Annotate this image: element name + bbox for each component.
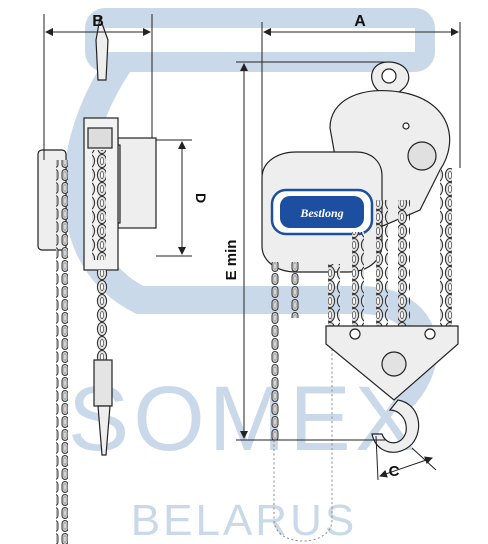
front-load-chain-3 (398, 200, 410, 327)
side-view (37, 15, 157, 544)
side-hand-chain (56, 160, 68, 544)
dim-b-label: B (92, 13, 104, 30)
side-load-chain-lower (96, 270, 108, 360)
front-hand-chain-right (290, 262, 300, 318)
dimension-lines (43, 14, 461, 481)
dim-c-label: C (389, 463, 400, 480)
dim-d-label: D (193, 193, 209, 203)
front-block-bolt (402, 122, 410, 130)
front-load-chain-1 (352, 232, 364, 327)
dim-c-ext-left (375, 435, 379, 481)
bottom-block-sheave (381, 351, 407, 377)
front-block-boss (407, 141, 437, 171)
dim-c-line (379, 456, 433, 478)
side-bottom-hook (97, 405, 111, 456)
front-view: Bestlong (261, 61, 459, 542)
dim-e-label: E min (223, 240, 240, 281)
side-gear-housing (117, 137, 157, 229)
brand-plate-inner (280, 196, 364, 228)
dim-a-label: A (354, 13, 366, 30)
brand-logo-text: Bestlong (299, 206, 343, 220)
front-bottom-hook (371, 399, 420, 453)
front-hand-chain-left (270, 262, 280, 440)
front-load-chain-2 (376, 200, 388, 327)
side-bottom-block (93, 359, 113, 407)
front-load-chain-4 (440, 168, 452, 328)
watermark-sub-text: BELARUS (131, 496, 357, 544)
side-load-chain-upper (92, 150, 106, 260)
watermark-logo-arc-top (85, 8, 435, 72)
side-upper-block (87, 127, 113, 149)
front-load-chain-5 (328, 264, 340, 328)
bottom-block-bolt-right (424, 328, 436, 340)
front-hook-eye (381, 68, 397, 84)
bottom-block-bolt-left (349, 328, 361, 340)
